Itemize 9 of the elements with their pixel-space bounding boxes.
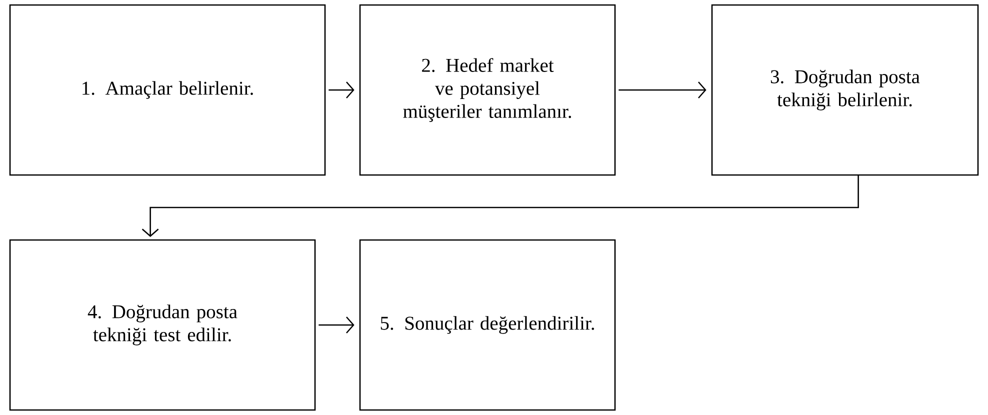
arrow [318, 316, 354, 334]
process-box: 4. Doğrudan posta tekniği test edilir. [9, 239, 316, 411]
process-box: 2. Hedef market ve potansiyel müşteriler tanımlanır. [359, 4, 616, 176]
process-box: 5. Sonuçlar değerlendirilir. [359, 239, 616, 411]
arrow [328, 82, 354, 98]
arrow [618, 82, 706, 98]
process-box: 1. Amaçlar belirlenir. [9, 4, 326, 176]
process-box: 3. Doğrudan posta tekniği belirlenir. [711, 4, 979, 176]
arrow [142, 175, 859, 237]
